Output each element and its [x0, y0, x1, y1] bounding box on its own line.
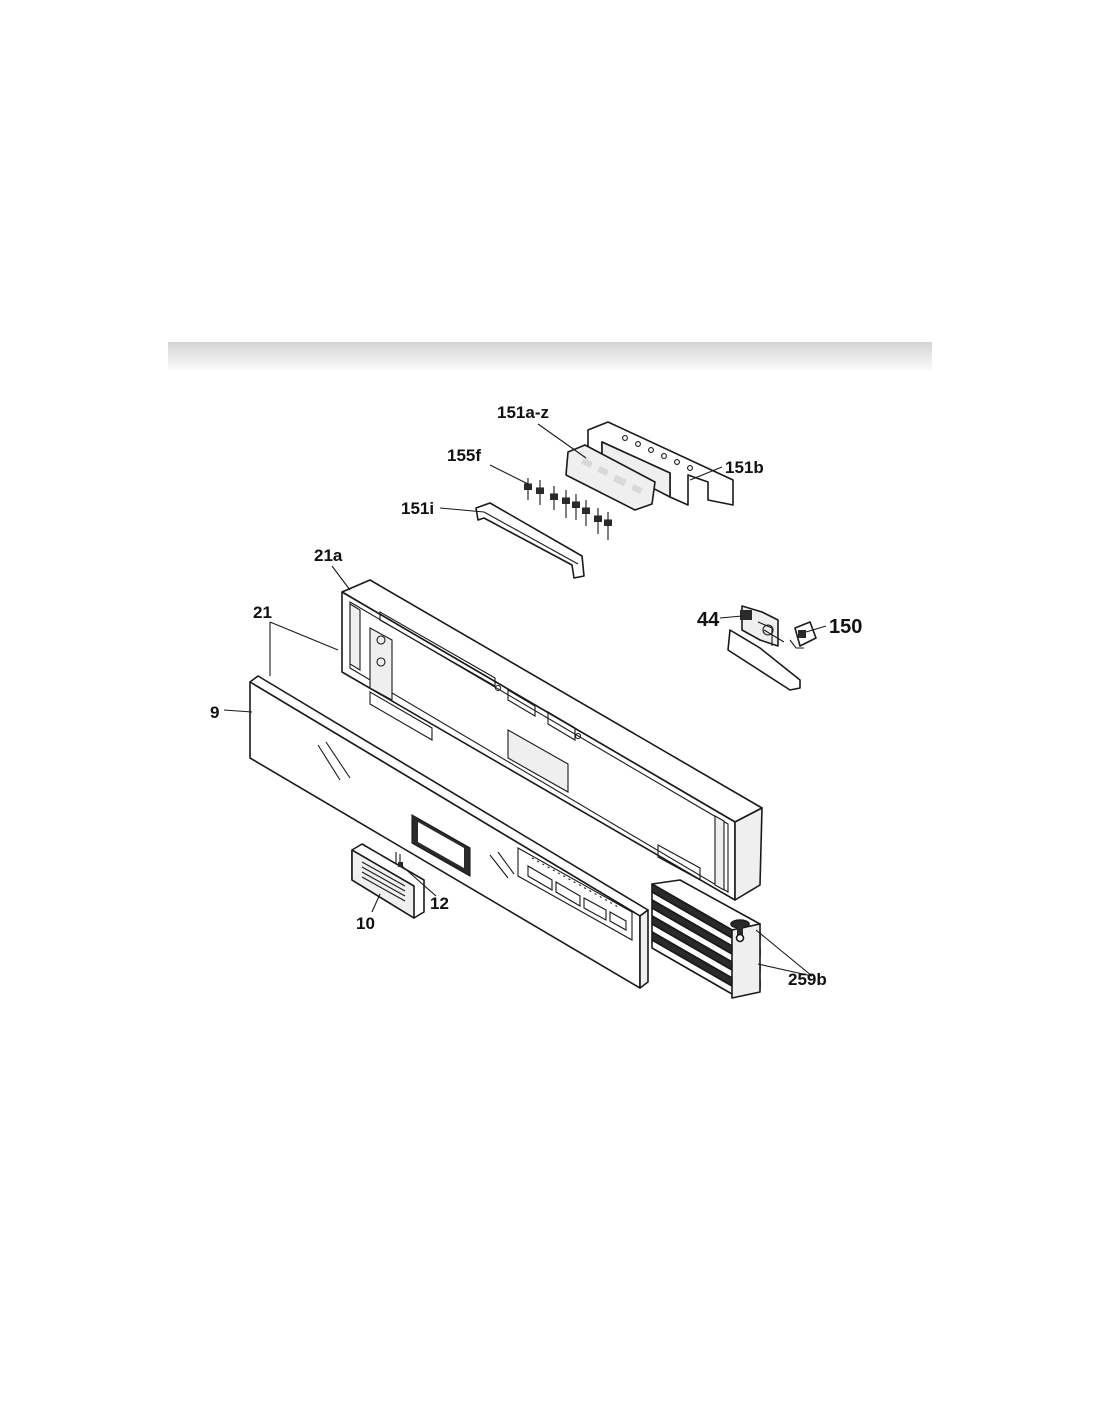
part-10-handle — [351, 843, 425, 919]
part-151a-z-board — [565, 444, 656, 511]
callout-151a-z: 151a-z — [497, 403, 549, 422]
callout-labels: 151a-z 151b 155f 151i 21a 21 9 44 150 10… — [210, 403, 862, 989]
part-150-switch — [789, 621, 817, 649]
callout-21a: 21a — [314, 546, 343, 565]
callout-151b: 151b — [725, 458, 764, 477]
part-155f-pins — [524, 478, 612, 540]
part-151i-bar — [475, 502, 585, 579]
header-band — [168, 342, 932, 370]
part-12-spring — [395, 852, 403, 867]
part-21a-housing — [341, 579, 763, 901]
part-259b-strips — [651, 879, 761, 999]
callout-151i: 151i — [401, 499, 434, 518]
callout-9: 9 — [210, 703, 219, 722]
part-259b-screw — [730, 919, 750, 943]
callout-12: 12 — [430, 894, 449, 913]
callout-155f: 155f — [447, 446, 481, 465]
callout-21: 21 — [253, 603, 272, 622]
leader-lines — [223, 423, 827, 977]
callout-10: 10 — [356, 914, 375, 933]
part-44-latch — [727, 605, 801, 691]
callout-259b: 259b — [788, 970, 827, 989]
part-9-front-panel — [249, 675, 649, 989]
callout-150: 150 — [829, 616, 862, 638]
callout-44: 44 — [697, 609, 720, 631]
